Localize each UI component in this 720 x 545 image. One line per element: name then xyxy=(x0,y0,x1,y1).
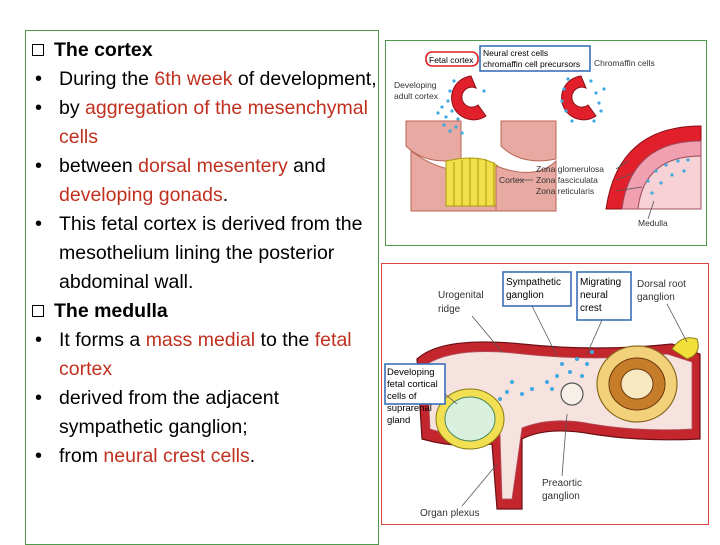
svg-text:Cortex: Cortex xyxy=(499,175,525,185)
bullet-neural-crest: • from neural crest cells. xyxy=(32,442,378,471)
bullet-between: • between dorsal mesentery and developin… xyxy=(32,152,378,210)
svg-text:ganglion: ganglion xyxy=(542,491,580,502)
migrating-neural-crest-label-box xyxy=(576,271,632,321)
heading-cortex: The cortex xyxy=(32,36,378,65)
leader-lines xyxy=(518,160,655,220)
svg-text:gland: gland xyxy=(387,415,410,426)
svg-text:Preaortic: Preaortic xyxy=(542,478,582,489)
svg-text:Zona fasciculata: Zona fasciculata xyxy=(536,175,598,185)
svg-text:Developing: Developing xyxy=(394,80,437,90)
bullet-dot-icon: • xyxy=(35,387,43,409)
bullet-dot-icon: • xyxy=(35,97,43,119)
svg-text:ganglion: ganglion xyxy=(506,290,544,301)
svg-text:Dorsal root: Dorsal root xyxy=(637,279,686,290)
svg-text:chromaffin cell precursors: chromaffin cell precursors xyxy=(483,59,580,69)
svg-text:Medulla: Medulla xyxy=(638,218,668,228)
svg-text:Migrating: Migrating xyxy=(580,277,621,288)
bullet-sympathetic: • derived from the adjacent sympathetic … xyxy=(32,384,378,442)
svg-text:crest: crest xyxy=(580,303,602,314)
gonad-inner xyxy=(444,396,496,442)
adrenal-development-illustration: Fetal cortex Neural crest cells chromaff… xyxy=(394,45,702,228)
spinal-section-illustration: Sympathetic ganglion Migrating neural cr… xyxy=(384,271,701,519)
svg-text:Developing: Developing xyxy=(387,367,435,378)
svg-text:ganglion: ganglion xyxy=(637,292,675,303)
checkbox-bullet-icon xyxy=(32,44,44,56)
bullet-dot-icon: • xyxy=(35,68,43,90)
chromaffin-dots xyxy=(646,158,690,195)
svg-text:suprarenal: suprarenal xyxy=(387,403,432,414)
heading-medulla: The medulla xyxy=(32,297,378,326)
svg-text:Neural crest cells: Neural crest cells xyxy=(483,48,548,58)
fetal-cortex-label-box xyxy=(425,51,479,67)
bullet-aggregation: • by aggregation of the mesenchymal cell… xyxy=(32,94,378,152)
bullet-dot-icon: • xyxy=(35,155,43,177)
aorta xyxy=(560,382,584,406)
sympathetic-ganglion-label-box xyxy=(502,271,572,307)
fetal-cortex-shape-left xyxy=(451,75,487,121)
bullet-mesothelium: • This fetal cortex is derived from the … xyxy=(32,210,378,297)
spinal-section-figure: Sympathetic ganglion Migrating neural cr… xyxy=(381,263,709,525)
adrenal-development-figure: Fetal cortex Neural crest cells chromaff… xyxy=(385,40,707,246)
svg-text:fetal cortical: fetal cortical xyxy=(387,379,438,390)
bullet-sixth-week: • During the 6th week of development, xyxy=(32,65,378,94)
cortex-section-right-tissue xyxy=(495,159,557,212)
svg-text:Sympathetic: Sympathetic xyxy=(506,277,561,288)
bullet-dot-icon: • xyxy=(35,213,43,235)
migrating-cell-dots xyxy=(498,350,594,401)
bullet-dot-icon: • xyxy=(35,329,43,351)
bullet-list: The cortex • During the 6th week of deve… xyxy=(32,36,378,471)
checkbox-bullet-icon xyxy=(32,305,44,317)
svg-text:neural: neural xyxy=(580,290,608,301)
tissue-block-right xyxy=(500,120,557,162)
svg-text:Zona reticularis: Zona reticularis xyxy=(536,186,594,196)
svg-text:Chromaffin cells: Chromaffin cells xyxy=(594,58,655,68)
medulla-region xyxy=(637,155,702,210)
svg-text:ridge: ridge xyxy=(438,304,461,315)
lecture-text-panel: The cortex • During the 6th week of deve… xyxy=(25,30,379,545)
svg-text:Fetal cortex: Fetal cortex xyxy=(429,55,474,65)
bullet-mass-medial: • It forms a mass medial to the fetal co… xyxy=(32,326,378,384)
neural-crest-dots xyxy=(436,77,606,135)
svg-text:Zona glomerulosa: Zona glomerulosa xyxy=(536,164,604,174)
fetal-cortical-cells-label-box xyxy=(384,363,446,405)
svg-text:Organ plexus: Organ plexus xyxy=(420,508,479,519)
neural-crest-label-box xyxy=(479,45,591,72)
cortex-stripes xyxy=(453,158,495,206)
svg-text:adult cortex: adult cortex xyxy=(394,91,439,101)
bullet-dot-icon: • xyxy=(35,445,43,467)
svg-text:Urogenital: Urogenital xyxy=(438,290,484,301)
central-canal xyxy=(620,368,654,400)
svg-text:cells of: cells of xyxy=(387,391,417,402)
leader-lines xyxy=(444,303,688,507)
dorsal-root-ganglion xyxy=(671,337,699,360)
